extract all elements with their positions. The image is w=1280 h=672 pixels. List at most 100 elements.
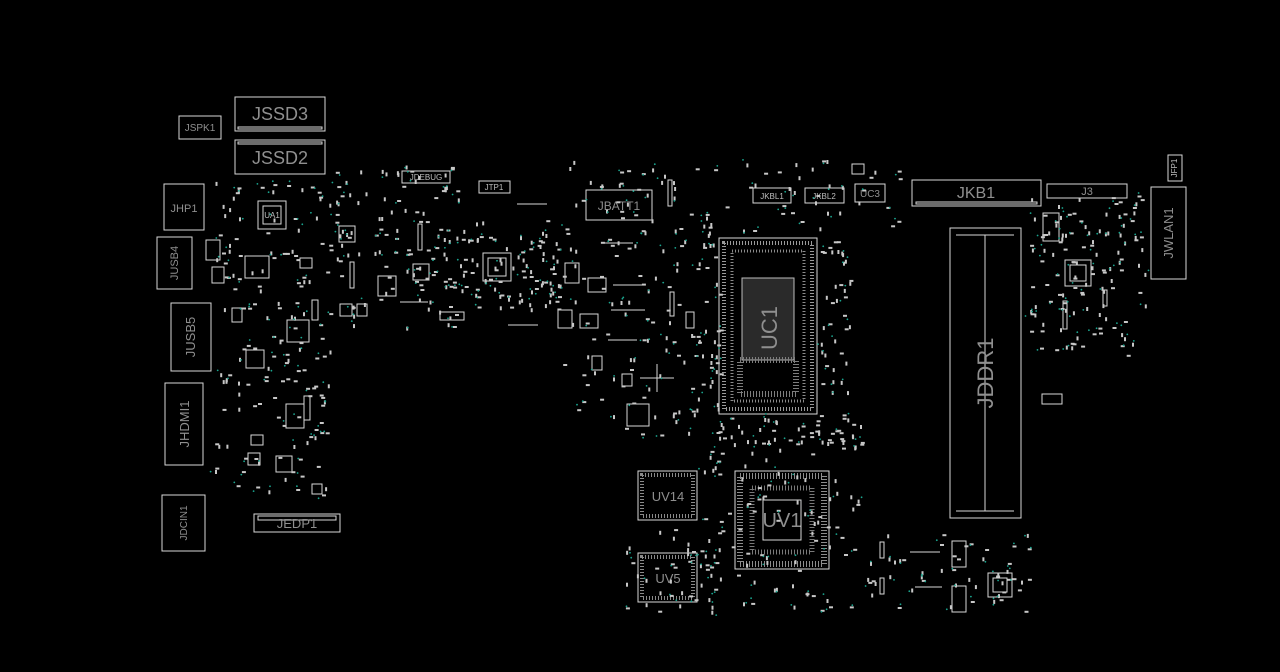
via bbox=[825, 608, 828, 611]
component-jssd2[interactable]: JSSD2 bbox=[234, 139, 326, 175]
label-jusb5: JUSB5 bbox=[183, 317, 198, 357]
smd-pad bbox=[1040, 260, 1045, 263]
smd-pad bbox=[777, 171, 782, 174]
smd-pad bbox=[297, 416, 302, 419]
via bbox=[406, 326, 409, 329]
smd-pad bbox=[695, 168, 700, 171]
component-ua1[interactable]: UA1 bbox=[257, 200, 287, 230]
smd-pad bbox=[711, 380, 714, 384]
smd-pad bbox=[689, 595, 694, 598]
smd-pad bbox=[746, 552, 751, 555]
via bbox=[560, 287, 563, 289]
smd-pad bbox=[1031, 248, 1034, 253]
smd-pad bbox=[476, 238, 479, 243]
smd-pad bbox=[718, 293, 723, 296]
smd-pad bbox=[679, 228, 684, 230]
component-jdebug[interactable]: JDEBUG bbox=[401, 170, 451, 184]
via bbox=[992, 603, 995, 606]
component-jusb4[interactable]: JUSB4 bbox=[156, 236, 193, 290]
smd-pad bbox=[646, 193, 649, 198]
smd-pad bbox=[320, 242, 325, 245]
via bbox=[417, 294, 419, 297]
smd-pad bbox=[718, 532, 723, 535]
smd-pad bbox=[798, 176, 801, 181]
smd-pad bbox=[406, 326, 409, 331]
via bbox=[539, 279, 542, 281]
via bbox=[1089, 248, 1092, 251]
smd-pad bbox=[529, 248, 534, 251]
via bbox=[659, 244, 662, 247]
component-uv1[interactable]: UV1 bbox=[734, 470, 830, 570]
smd-pad bbox=[1132, 342, 1134, 347]
smd-pad bbox=[385, 172, 388, 177]
via bbox=[861, 188, 864, 191]
smd-pad bbox=[268, 490, 271, 495]
smd-pad bbox=[1055, 274, 1060, 277]
smd-pad bbox=[822, 160, 827, 163]
component-jspk1[interactable]: JSPK1 bbox=[178, 115, 222, 140]
smd-pad bbox=[703, 243, 706, 248]
smd-pad bbox=[849, 606, 854, 609]
smd-pad bbox=[1144, 272, 1147, 277]
via bbox=[494, 240, 497, 243]
component-jfp1[interactable]: JFP1 bbox=[1167, 154, 1183, 182]
via bbox=[330, 213, 332, 216]
smd-pad bbox=[753, 580, 756, 585]
center-left-parts bbox=[338, 179, 695, 427]
component-jedp1[interactable]: JEDP1 bbox=[253, 513, 341, 533]
smd-pad bbox=[482, 221, 485, 226]
component-jbatt1[interactable]: JBATT1 bbox=[585, 189, 653, 221]
smd-pad bbox=[463, 229, 466, 234]
component-jssd3[interactable]: JSSD3 bbox=[234, 96, 326, 132]
via bbox=[894, 217, 896, 220]
smd-pad bbox=[1084, 225, 1087, 230]
component-jusb5[interactable]: JUSB5 bbox=[170, 302, 212, 372]
smd-pad bbox=[394, 251, 399, 254]
via bbox=[640, 232, 642, 235]
smd-pad bbox=[889, 575, 892, 580]
smd-pad bbox=[836, 491, 839, 496]
component-uv14[interactable]: UV14 bbox=[637, 470, 698, 521]
component-uc1[interactable]: UC1 bbox=[718, 237, 818, 415]
component-jhdmi1[interactable]: JHDMI1 bbox=[164, 382, 204, 466]
component-jkbl1[interactable]: JKBL1 bbox=[752, 187, 792, 204]
via bbox=[643, 577, 646, 580]
via bbox=[921, 575, 923, 577]
via bbox=[1123, 242, 1126, 244]
component-jkb1[interactable]: JKB1 bbox=[911, 179, 1042, 207]
smd-pad bbox=[730, 435, 733, 440]
smd-pad bbox=[820, 342, 823, 347]
smd-pad bbox=[820, 251, 825, 253]
component-jdcin1[interactable]: JDCIN1 bbox=[161, 494, 206, 552]
smd-pad bbox=[569, 167, 572, 171]
via bbox=[920, 573, 923, 576]
smd-pad bbox=[676, 268, 679, 273]
smd-pad bbox=[651, 219, 654, 224]
component-uv5[interactable]: UV5 bbox=[637, 552, 698, 603]
smd-pad bbox=[1017, 589, 1022, 592]
smd-pad bbox=[871, 593, 874, 598]
smd-pad bbox=[839, 211, 842, 216]
via bbox=[824, 367, 827, 370]
smd-pad bbox=[634, 244, 637, 249]
via bbox=[239, 307, 242, 310]
component-jddr1[interactable]: JDDR1 bbox=[949, 227, 1022, 519]
smd-pad bbox=[1134, 239, 1139, 242]
smd-pad bbox=[469, 239, 474, 242]
component-jkbl2[interactable]: JKBL2 bbox=[804, 187, 845, 204]
smd-pad bbox=[336, 257, 339, 262]
component-j3[interactable]: J3 bbox=[1046, 183, 1128, 199]
component-jwlan1[interactable]: JWLAN1 bbox=[1150, 186, 1187, 280]
component-jhp1[interactable]: JHP1 bbox=[163, 183, 205, 231]
via bbox=[552, 284, 555, 287]
via bbox=[345, 233, 348, 236]
via bbox=[711, 601, 714, 603]
via bbox=[474, 303, 477, 306]
component-uc3[interactable]: UC3 bbox=[854, 183, 886, 203]
smd-pad bbox=[499, 294, 502, 299]
smd-pad bbox=[620, 301, 623, 305]
component-jtp1[interactable]: JTP1 bbox=[478, 180, 511, 194]
smd-pad bbox=[1070, 342, 1075, 345]
smd-pad bbox=[251, 271, 254, 276]
smd-pad bbox=[628, 300, 631, 305]
